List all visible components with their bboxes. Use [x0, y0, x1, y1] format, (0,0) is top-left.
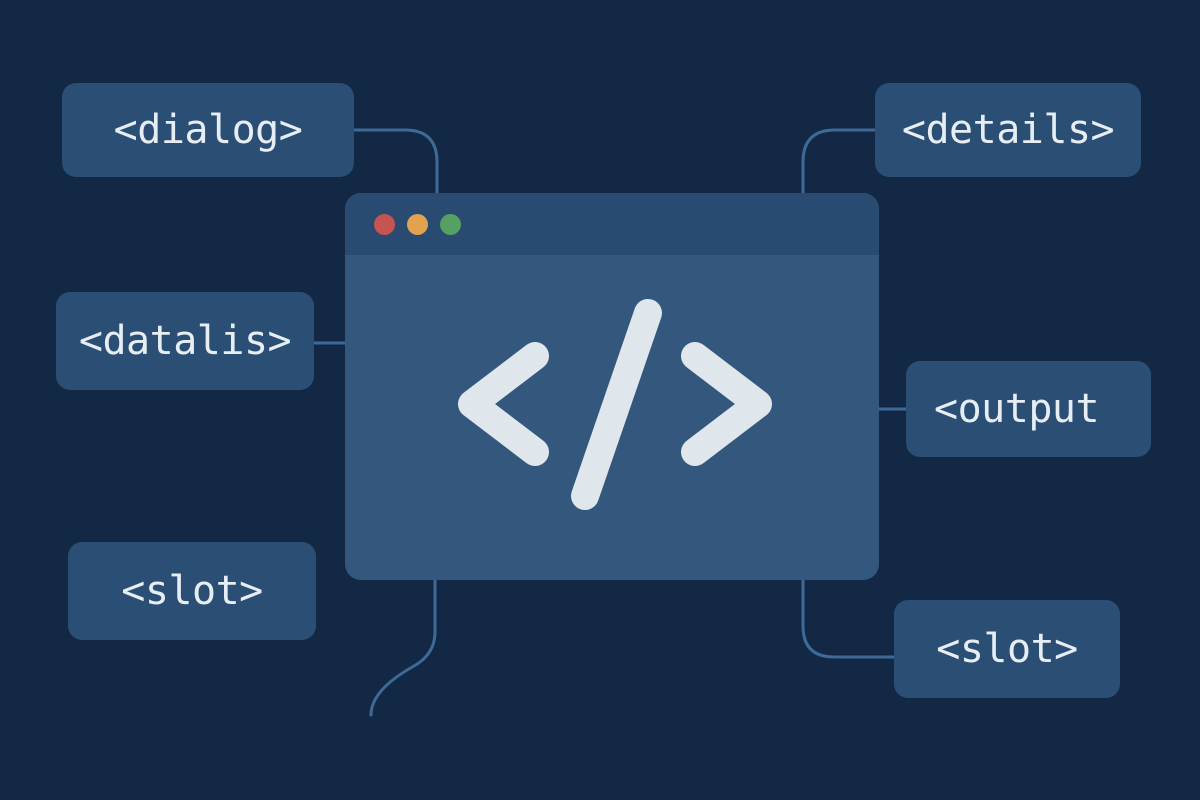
- tag-datalis-label: <datalis>: [78, 318, 292, 364]
- tag-slot-left-label: <slot>: [121, 568, 263, 614]
- tag-dialog: <dialog>: [62, 83, 354, 177]
- tag-details: <details>: [875, 83, 1141, 177]
- close-dot-icon: [374, 214, 395, 235]
- tag-output-label: <output: [934, 386, 1100, 432]
- tag-datalis: <datalis>: [56, 292, 314, 390]
- tag-details-label: <details>: [901, 107, 1115, 153]
- connector-details: [801, 128, 877, 195]
- code-brackets-icon: [458, 299, 772, 510]
- tag-dialog-label: <dialog>: [113, 107, 303, 153]
- tag-output: <output: [906, 361, 1151, 457]
- window-titlebar: [345, 193, 879, 255]
- tag-slot-right: <slot>: [894, 600, 1120, 698]
- browser-window: [345, 193, 879, 580]
- connector-slot-right: [801, 578, 896, 659]
- connector-dialog: [352, 128, 439, 195]
- tag-slot-left: <slot>: [68, 542, 316, 640]
- maximize-dot-icon: [440, 214, 461, 235]
- minimize-dot-icon: [407, 214, 428, 235]
- tag-slot-right-label: <slot>: [936, 626, 1078, 672]
- connector-bottom-left: [369, 578, 437, 717]
